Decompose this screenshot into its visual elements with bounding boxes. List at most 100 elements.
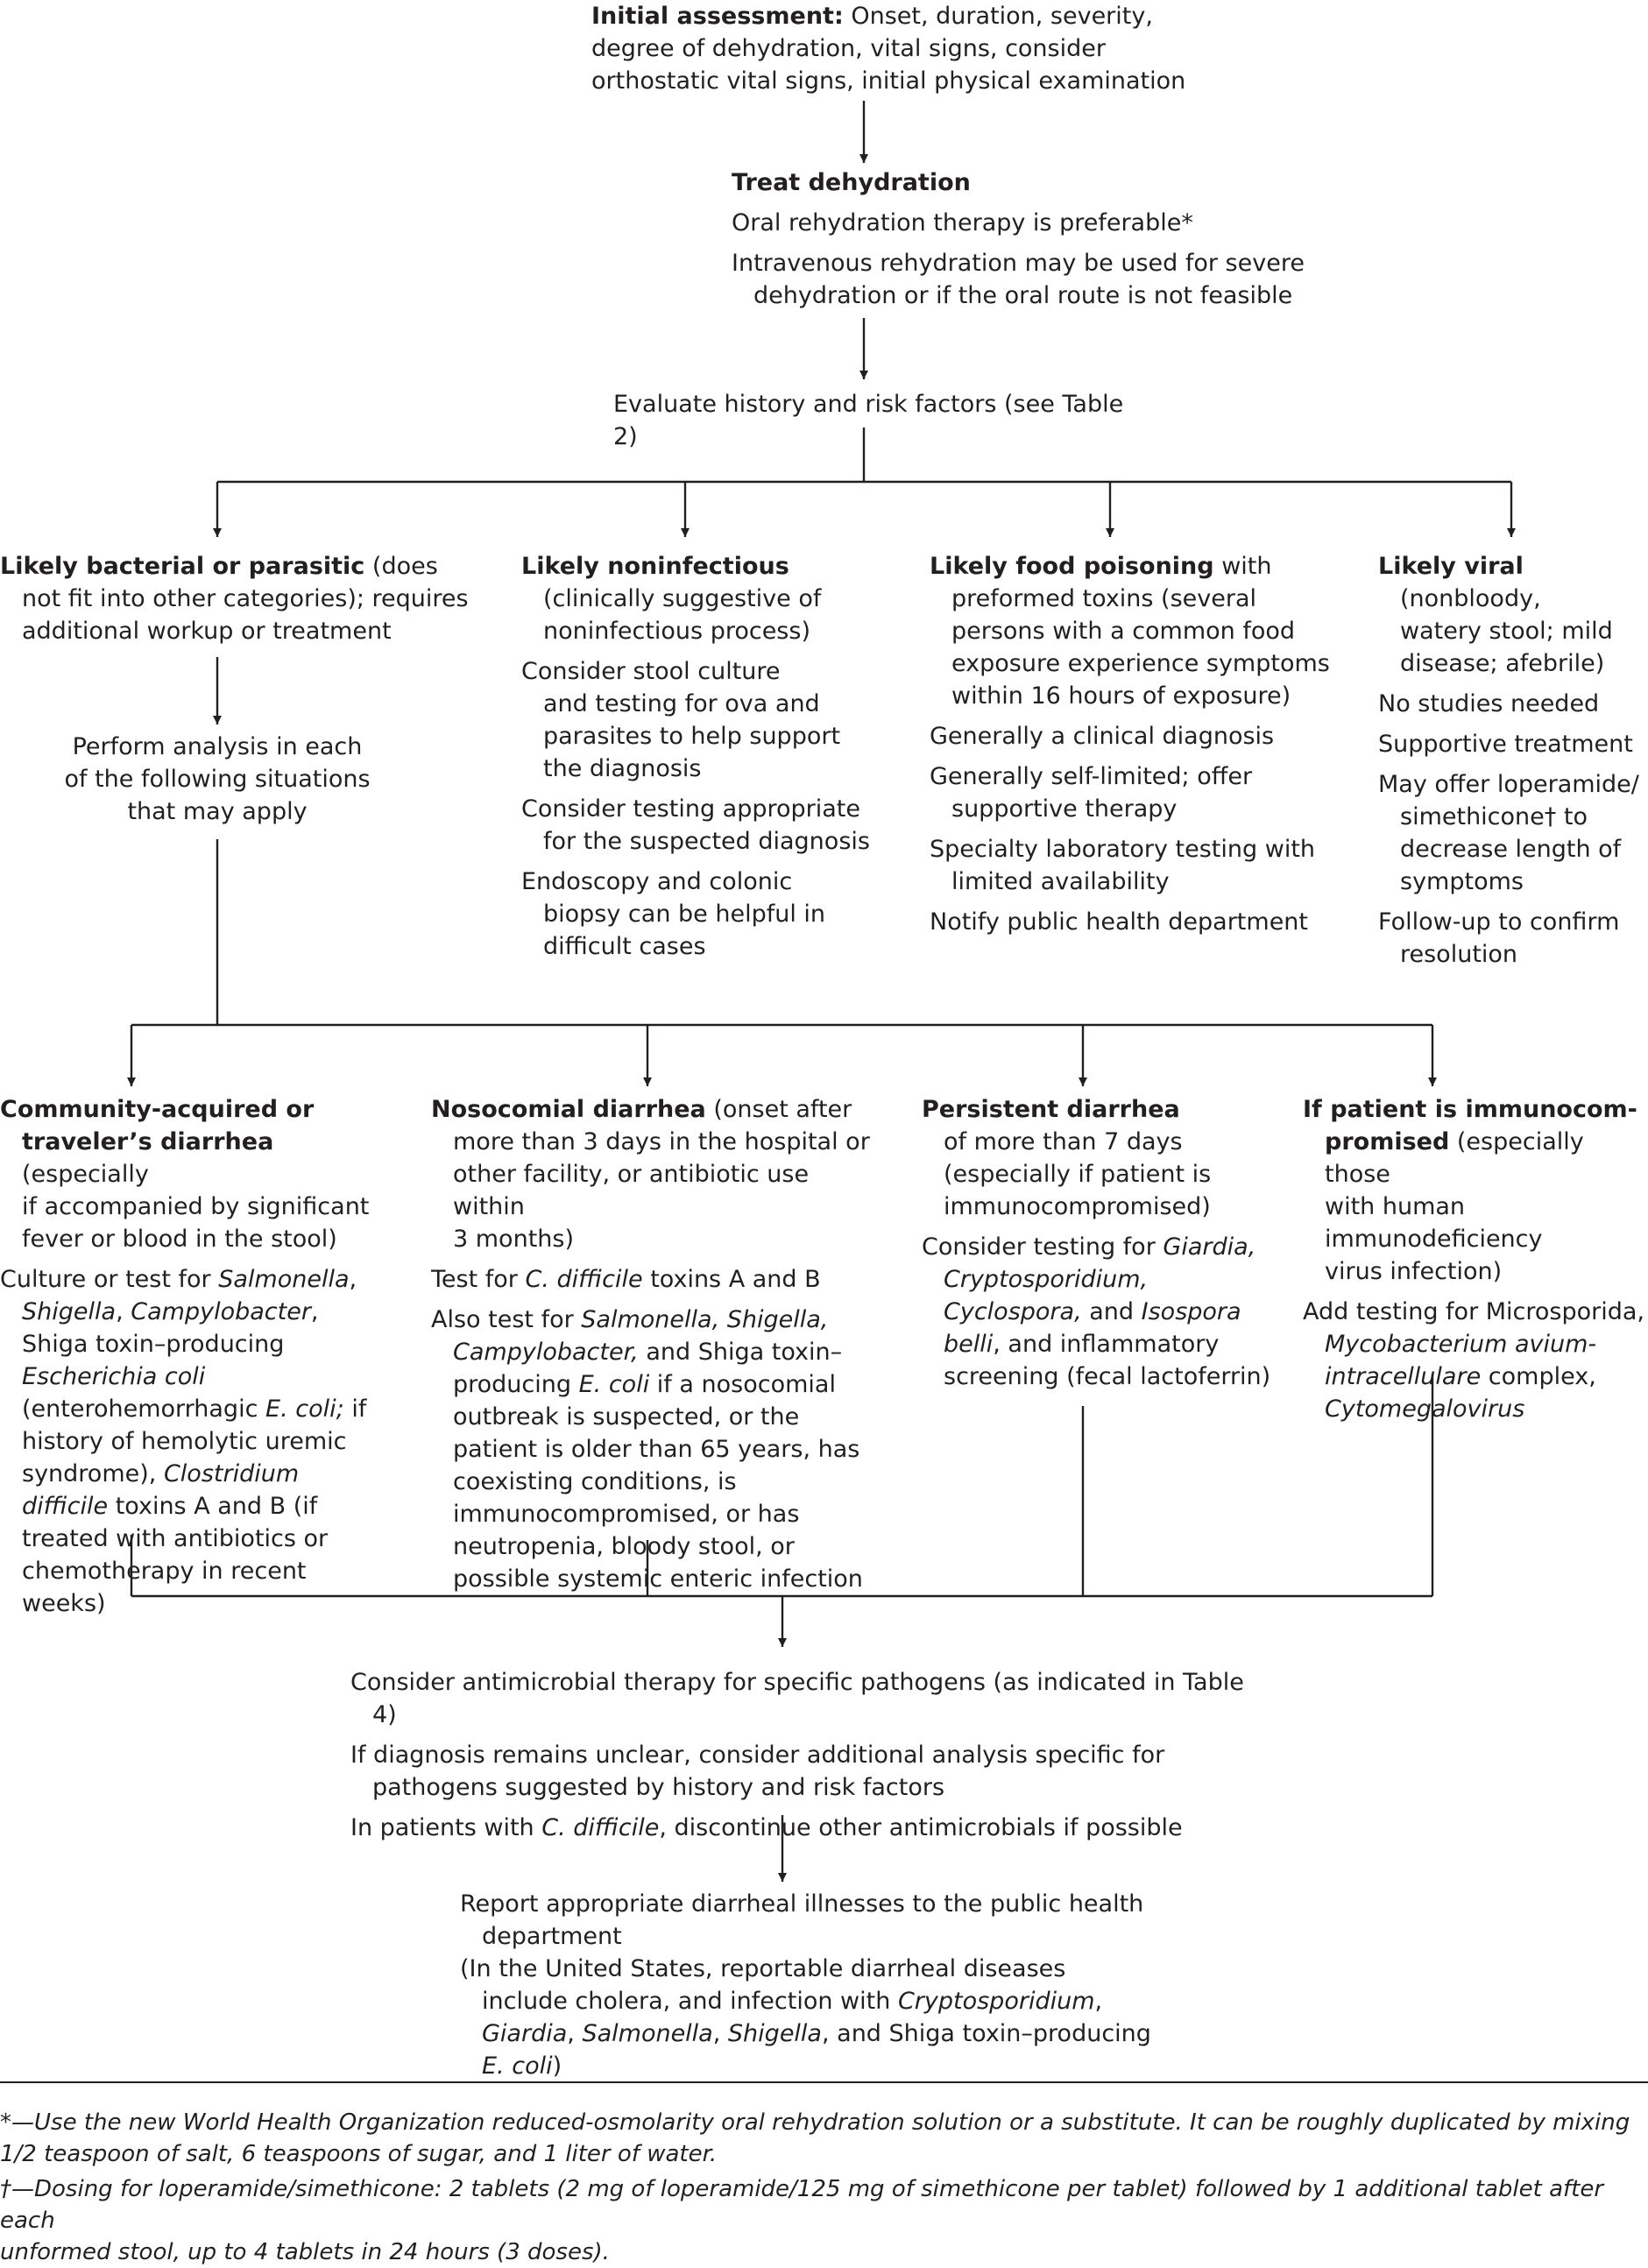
antimicrobial-therapy-box: Consider antimicrobial therapy for speci… [350,1666,1262,1844]
immuno-heading: promised [1325,1128,1450,1155]
nosocomial-desc: (onset after [713,1096,852,1123]
followup-line: resolution [1400,941,1518,968]
noninfectious-desc: noninfectious process) [543,618,810,645]
testing-line: for the suspected diagnosis [543,828,870,855]
report-text: ) [552,2053,562,2080]
oral-rehydration-text: Oral rehydration therapy is preferable* [732,209,1193,237]
culture-text: toxins A and B (if treated with antibiot… [22,1493,329,1617]
food-poisoning-heading: Likely food poisoning [930,553,1214,580]
therapy-text: In patients with [350,1814,534,1841]
report-text: (In the United States, reportable diarrh… [460,1955,1066,2015]
loperamide-line: simethicone† to [1400,803,1588,830]
testing-line: Consider testing appropriate [521,795,861,823]
evaluate-history-text: Evaluate history and risk factors (see T… [613,391,1124,450]
viral-heading: Likely viral [1378,553,1524,580]
test-text: Add testing for Microsporida, [1303,1298,1645,1325]
initial-assessment-line: Onset, duration, severity, [851,3,1153,30]
test-text: Test for [431,1266,518,1293]
loperamide-line: symptoms [1400,868,1524,895]
persistent-desc: immunocompromised) [944,1193,1211,1220]
bacterial-desc: not fit into other categories); requires [22,585,469,612]
food-desc: preformed toxins (several [951,585,1257,612]
immunocompromised-box: If patient is immunocom-promised (especi… [1303,1093,1648,1425]
footnote-line: *—Use the new World Health Organization … [0,2109,1630,2136]
nosocomial-desc: 3 months) [453,1226,574,1253]
culture-text: if history of hemolytic uremic syndrome)… [22,1395,367,1487]
report-text: , and Shiga toxin–producing [821,2020,1151,2047]
immuno-desc: (especially those [1325,1128,1584,1188]
test-text: if a nosocomial outbreak is suspected, o… [453,1371,863,1593]
viral-desc: disease; afebrile) [1400,650,1605,677]
cdiff-test-text: Test for C. difficile toxins A and B [431,1263,874,1296]
culture-text: , [349,1266,357,1293]
stool-culture-line: and testing for ova and [543,690,820,717]
report-text: , [712,2020,721,2047]
report-text: Report appropriate diarrheal illnesses t… [460,1890,1144,1950]
treat-dehydration-heading: Treat dehydration [732,169,971,196]
cdiff-discontinue-text: In patients with C. difficile, discontin… [350,1812,1262,1844]
bacterial-heading: Likely bacterial or parasitic [0,553,365,580]
pathogen-name: Giardia [482,2020,568,2047]
pathogen-name: Escherichia coli [22,1363,206,1390]
report-text: , [1094,1988,1103,2015]
footnote-divider [0,2081,1648,2083]
culture-text: (enterohemorrhagic [22,1395,258,1423]
community-heading: traveler’s diarrhea [22,1128,274,1155]
pathogen-name: Cytomegalovirus [1325,1395,1525,1423]
test-text: complex, [1488,1363,1596,1390]
footnote-line: †—Dosing for loperamide/simethicone: 2 t… [0,2176,1604,2234]
bacterial-desc: (does [371,553,438,580]
report-text: , [567,2020,575,2047]
immuno-heading: If patient is immunocom- [1303,1096,1637,1123]
food-desc: exposure experience symptoms [951,650,1330,677]
persistent-desc: of more than 7 days [944,1128,1183,1155]
perform-analysis-line: that may apply [127,798,308,825]
pathogen-name: Campylobacter [131,1298,311,1325]
noninfectious-box: Likely noninfectious (clinically suggesti… [521,550,898,963]
community-heading: Community-acquired or [0,1096,315,1123]
community-acquired-box: Community-acquired or traveler’s diarrhea… [0,1093,390,1620]
pathogen-name: Isospora belli [944,1298,1241,1358]
immuno-desc: virus infection) [1325,1258,1503,1285]
viral-box: Likely viral (nonbloody, watery stool; mi… [1378,550,1648,971]
loperamide-line: May offer loperamide/ [1378,771,1639,798]
culture-text: , Shiga toxin–producing [22,1298,319,1358]
pathogen-name: Mycobacterium avium-intracellulare [1325,1331,1597,1390]
test-text: , and inflammatory screening (fecal lact… [944,1331,1271,1390]
pathogen-name: Shigella [22,1298,117,1325]
test-text: and [1089,1298,1135,1325]
food-desc: with [1221,553,1272,580]
initial-assessment-line: degree of dehydration, vital signs, cons… [591,35,1106,62]
endoscopy-line: biopsy can be helpful in [543,901,826,928]
nosocomial-heading: Nosocomial diarrhea [431,1096,706,1123]
test-text: and Shiga toxin–producing [453,1339,843,1398]
test-text: Consider testing for [922,1233,1156,1261]
noninfectious-desc: (clinically suggestive of [543,585,822,612]
viral-desc: (nonbloody, [1400,585,1541,612]
endoscopy-line: difficult cases [543,933,706,960]
loperamide-line: decrease length of [1400,836,1622,863]
persistent-testing-text: Consider testing for Giardia, Cryptospor… [922,1231,1272,1393]
noninfectious-heading: Likely noninfectious [521,553,789,580]
nosocomial-desc: more than 3 days in the hospital or [453,1128,870,1155]
culture-text: Culture or test for [0,1266,211,1293]
self-limited-line: supportive therapy [951,795,1178,823]
self-limited-line: Generally self-limited; offer [930,763,1253,790]
evaluate-history-box: Evaluate history and risk factors (see T… [613,388,1139,453]
viral-desc: watery stool; mild [1400,618,1613,645]
food-desc: persons with a common food [951,618,1296,645]
test-text: Also test for [431,1306,574,1333]
footnote-line: 1/2 teaspoon of salt, 6 teaspoons of sug… [0,2141,718,2167]
perform-analysis-line: of the following situations [64,766,371,793]
unclear-diagnosis-text: If diagnosis remains unclear, consider a… [350,1742,1165,1801]
stool-culture-line: Consider stool culture [521,658,781,685]
community-desc: if accompanied by significant [22,1193,370,1220]
therapy-text: , discontinue other antimicrobials if po… [659,1814,1183,1841]
immuno-desc: with human immunodeficiency [1325,1193,1543,1253]
initial-assessment-line: orthostatic vital signs, initial physica… [591,67,1186,95]
initial-assessment-heading: Initial assessment: [591,3,844,30]
pathogen-name: Salmonella, Shigella, Campylobacter, [453,1306,829,1366]
